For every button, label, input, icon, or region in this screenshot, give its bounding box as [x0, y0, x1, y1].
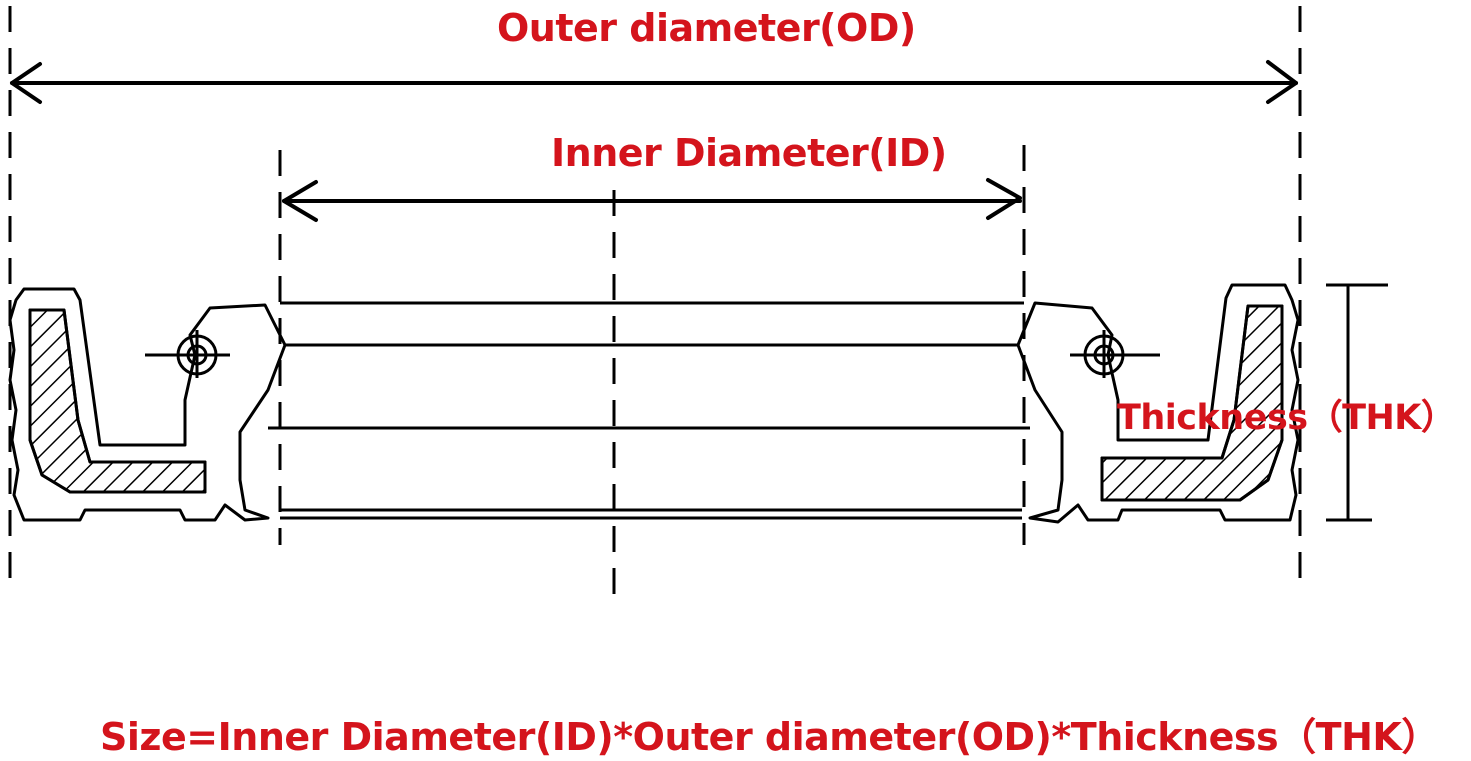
size-formula-label: Size=Inner Diameter(ID)*Outer diameter(O…	[100, 715, 1439, 759]
od-right-arrowhead	[1266, 60, 1298, 104]
right-metal-case-outline	[1100, 304, 1284, 502]
right-spring-icon	[1070, 330, 1160, 378]
left-metal-case	[28, 308, 207, 494]
id-dimension-arrow	[282, 178, 1022, 222]
right-seal-section	[1016, 283, 1300, 524]
bore-lines	[268, 301, 1030, 520]
left-seal-section	[8, 287, 287, 522]
left-metal-case-outline	[28, 308, 207, 494]
left-spring-icon	[145, 330, 230, 378]
right-seal-outline	[1016, 283, 1300, 524]
id-left-arrowhead	[282, 180, 318, 222]
thickness-dimension	[1326, 283, 1388, 522]
outer-diameter-label: Outer diameter(OD)	[497, 6, 916, 50]
od-left-arrowhead	[10, 62, 42, 104]
inner-diameter-label: Inner Diameter(ID)	[551, 131, 947, 175]
left-seal-outline	[8, 287, 287, 522]
id-right-arrowhead	[986, 178, 1022, 220]
thickness-label: Thickness（THK）	[1117, 398, 1456, 438]
od-dimension-arrow	[10, 60, 1298, 104]
extension-lines	[8, 6, 1302, 595]
